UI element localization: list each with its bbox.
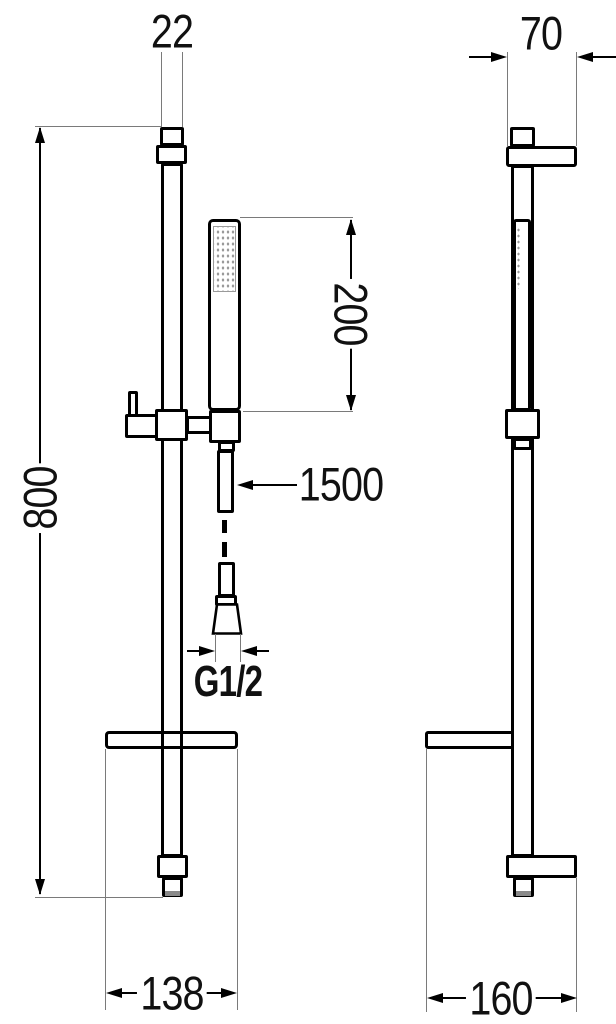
- extension-line-22-right: [182, 52, 183, 127]
- side-rail-top-cap: [510, 127, 535, 147]
- dimension-label-70: 70: [519, 6, 563, 60]
- extension-line-70-right: [576, 52, 577, 146]
- spray-face-dots: [213, 226, 236, 292]
- arrowhead-70-right: [577, 52, 593, 62]
- arrowhead-70-left: [491, 52, 507, 62]
- dimension-label-22: 22: [150, 4, 194, 58]
- dimension-label-200: 200: [325, 278, 378, 350]
- arrowhead-800-up: [35, 127, 45, 143]
- side-lower-bracket: [506, 855, 577, 878]
- extension-line-138-right: [237, 749, 238, 1010]
- dimension-label-800: 800: [14, 462, 67, 534]
- side-slider: [505, 409, 540, 439]
- extension-line-g12-right: [240, 634, 241, 662]
- arrowhead-g12-right: [241, 646, 257, 656]
- fitting-cone: [211, 603, 243, 635]
- arrowhead-160-left: [427, 993, 443, 1003]
- extension-line-160-left: [426, 749, 427, 1012]
- hose-connector: [217, 450, 234, 513]
- side-upper-bracket: [506, 146, 577, 167]
- extension-line-138-left: [105, 749, 106, 1010]
- soap-shelf: [105, 731, 238, 749]
- extension-line-70-left: [507, 52, 508, 146]
- tail-line-g12-right: [257, 650, 269, 652]
- arrowhead-800-down: [35, 879, 45, 895]
- rail-bottom-cap-shade: [165, 891, 180, 896]
- extension-line-800-bottom: [35, 897, 163, 898]
- hose-dash-1: [222, 520, 227, 533]
- rail-top-cap: [160, 127, 184, 146]
- tail-line-160-left: [443, 997, 471, 999]
- arrowhead-200-up: [346, 219, 356, 235]
- dimension-label-160: 160: [465, 974, 537, 1022]
- slider-lever: [125, 414, 158, 438]
- extension-line-22-left: [161, 52, 162, 127]
- dimension-label-g12: G1/2: [193, 657, 263, 706]
- upper-wall-mount: [156, 145, 187, 164]
- side-bottom-cap-shade: [516, 891, 531, 896]
- tail-line-160-right: [531, 997, 561, 999]
- arrowhead-138-right: [221, 988, 237, 998]
- tail-line-138-left: [122, 992, 137, 994]
- tail-line-70-right: [593, 56, 616, 58]
- tail-line-g12-left: [187, 650, 199, 652]
- side-slider-stub: [513, 438, 532, 450]
- arrowhead-160-right: [561, 993, 577, 1003]
- leader-line-1500: [253, 484, 297, 486]
- arrowhead-g12-left: [199, 646, 215, 656]
- extension-line-g12-left: [215, 634, 216, 662]
- extension-line-160-right: [576, 878, 577, 1012]
- dimension-label-138: 138: [136, 969, 208, 1017]
- extension-line-200-bottom: [243, 411, 353, 412]
- arrowhead-138-left: [106, 988, 122, 998]
- lower-wall-mount: [157, 855, 188, 878]
- dimension-label-1500: 1500: [298, 457, 384, 511]
- arrowhead-200-down: [346, 395, 356, 411]
- tail-line-138-right: [202, 992, 221, 994]
- extension-line-200-top: [240, 217, 353, 218]
- arrowhead-1500: [237, 480, 253, 490]
- side-spray-dots: [516, 227, 521, 289]
- extension-line-800-top: [35, 126, 161, 127]
- hose-dash-2: [222, 542, 227, 557]
- tail-line-70-left: [469, 56, 493, 58]
